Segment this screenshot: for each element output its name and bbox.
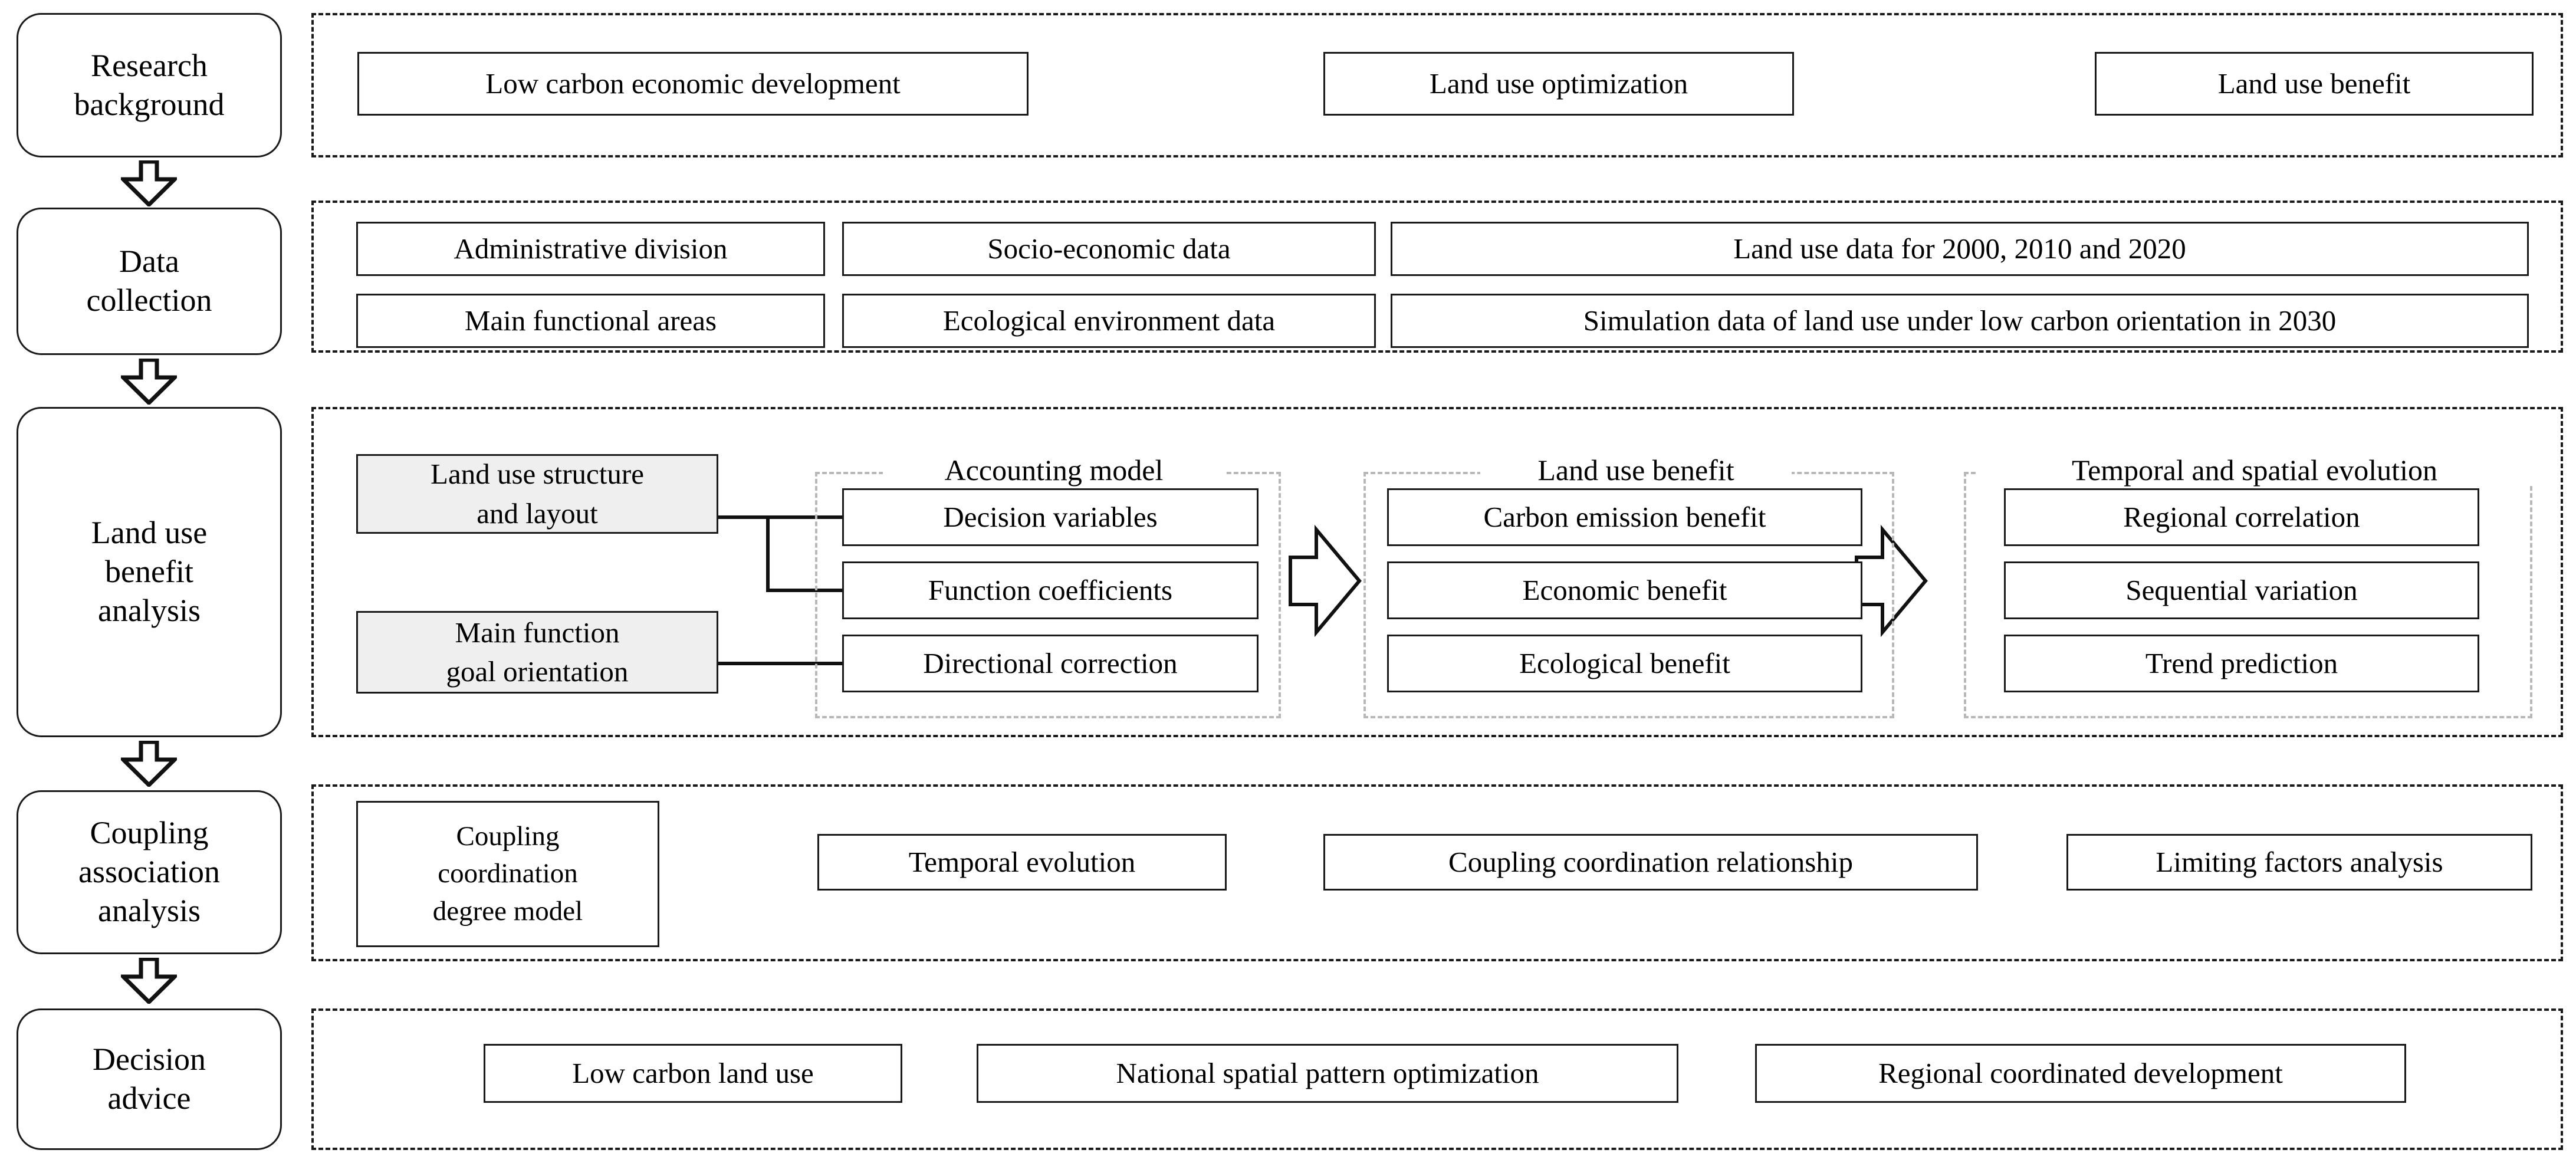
box-label: Regional coordinated development (1878, 1056, 2283, 1089)
box-decision-variables[interactable]: Decision variables (842, 488, 1259, 546)
box-label: Sequential variation (2125, 573, 2358, 606)
box-label: Low carbon economic development (485, 67, 901, 100)
box-label: Ecological benefit (1519, 646, 1730, 679)
box-label: Land use data for 2000, 2010 and 2020 (1733, 232, 2186, 265)
box-land-use-data-years[interactable]: Land use data for 2000, 2010 and 2020 (1391, 222, 2529, 276)
box-low-carbon-economic-development[interactable]: Low carbon economic development (357, 52, 1029, 116)
group-title-land-use-benefit: Land use benefit (1480, 455, 1792, 485)
box-ecological-benefit[interactable]: Ecological benefit (1387, 635, 1862, 692)
box-main-functional-areas[interactable]: Main functional areas (356, 294, 825, 348)
box-regional-coordinated-development[interactable]: Regional coordinated development (1755, 1044, 2406, 1103)
box-label: Function coefficients (928, 573, 1173, 606)
box-low-carbon-land-use[interactable]: Low carbon land use (484, 1044, 902, 1103)
box-function-coefficients[interactable]: Function coefficients (842, 561, 1259, 619)
box-national-spatial-pattern-optimization[interactable]: National spatial pattern optimization (977, 1044, 1678, 1103)
box-label: Economic benefit (1522, 573, 1727, 606)
down-arrow-icon-3 (121, 741, 177, 787)
box-economic-benefit[interactable]: Economic benefit (1387, 561, 1862, 619)
box-administrative-division[interactable]: Administrative division (356, 222, 825, 276)
box-trend-prediction[interactable]: Trend prediction (2004, 635, 2479, 692)
box-label: Decision variables (943, 500, 1158, 533)
box-land-use-benefit[interactable]: Land use benefit (2095, 52, 2534, 116)
box-label: Socio-economic data (987, 232, 1231, 265)
box-label: Coupling coordination relationship (1448, 845, 1853, 878)
box-label: Main functional areas (464, 304, 717, 337)
box-label: Trend prediction (2145, 646, 2338, 679)
box-label: Simulation data of land use under low ca… (1583, 304, 2337, 337)
box-sequential-variation[interactable]: Sequential variation (2004, 561, 2479, 619)
box-label: Limiting factors analysis (2156, 845, 2443, 878)
box-land-use-optimization[interactable]: Land use optimization (1323, 52, 1794, 116)
box-coupling-coordination-relationship[interactable]: Coupling coordination relationship (1323, 834, 1978, 891)
box-socio-economic-data[interactable]: Socio-economic data (842, 222, 1376, 276)
down-arrow-icon-2 (121, 359, 177, 405)
down-arrow-icon-4 (121, 958, 177, 1004)
box-label: Ecological environment data (942, 304, 1276, 337)
box-label: National spatial pattern optimization (1116, 1056, 1539, 1089)
box-label: Low carbon land use (572, 1056, 814, 1089)
box-limiting-factors-analysis[interactable]: Limiting factors analysis (2066, 834, 2532, 891)
box-ecological-environment-data[interactable]: Ecological environment data (842, 294, 1376, 348)
box-label: Directional correction (923, 646, 1178, 679)
box-temporal-evolution[interactable]: Temporal evolution (817, 834, 1227, 891)
box-label: Land use optimization (1429, 67, 1688, 100)
group-title-temporal-and-spatial-evolution: Temporal and spatial evolution (1977, 455, 2532, 485)
box-carbon-emission-benefit[interactable]: Carbon emission benefit (1387, 488, 1862, 546)
box-simulation-data-2030[interactable]: Simulation data of land use under low ca… (1391, 294, 2529, 348)
box-label: Temporal evolution (908, 845, 1136, 878)
down-arrow-icon-1 (121, 160, 177, 206)
box-label: Carbon emission benefit (1483, 500, 1766, 533)
box-regional-correlation[interactable]: Regional correlation (2004, 488, 2479, 546)
box-label: Administrative division (454, 232, 728, 265)
box-label: Land use benefit (2217, 67, 2411, 100)
box-directional-correction[interactable]: Directional correction (842, 635, 1259, 692)
group-title-accounting-model: Accounting model (883, 455, 1225, 485)
box-label: Regional correlation (2123, 500, 2360, 533)
